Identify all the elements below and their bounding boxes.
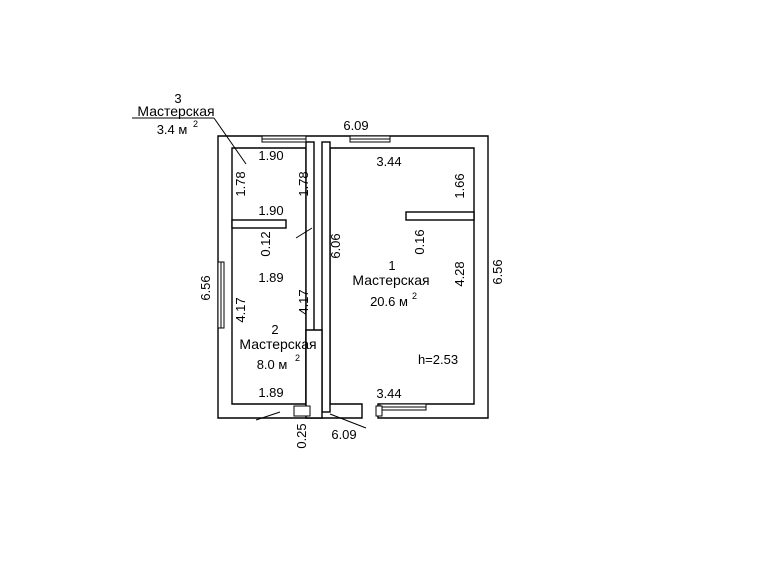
divider-wall-right	[321, 141, 331, 413]
dim-room1-lower-right: 4.28	[452, 261, 467, 286]
room1-area: 20.6 м	[370, 294, 408, 309]
room-labels: 3 Мастерская 3.4 м 2 1 Мастерская 20.6 м…	[137, 91, 458, 372]
dim-room1-partition: 0.16	[412, 229, 427, 254]
room1-name: Мастерская	[352, 272, 429, 288]
room3-name: Мастерская	[137, 103, 214, 119]
dim-room2-bottom: 1.89	[258, 385, 283, 400]
door-step	[293, 405, 311, 417]
room1-area-sup: 2	[412, 291, 417, 301]
dim-outer-top: 6.09	[343, 118, 368, 133]
leader-lines	[132, 117, 367, 429]
room3-area: 3.4 м	[157, 122, 188, 137]
dim-room3-top: 1.90	[258, 148, 283, 163]
room1-number: 1	[388, 258, 395, 273]
step-notch	[305, 329, 323, 419]
bottom-leader-right	[329, 413, 367, 429]
dim-room2-left: 4.17	[233, 297, 248, 322]
partition-room1	[405, 211, 475, 221]
dim-outer-right: 6.56	[490, 259, 505, 284]
dim-room2-right: 4.17	[296, 289, 311, 314]
bottom-leader-left	[255, 411, 281, 421]
dim-step: 0.25	[294, 423, 309, 448]
door-swing	[295, 227, 313, 239]
room2-number: 2	[271, 322, 278, 337]
dim-room1-upper-right: 1.66	[452, 173, 467, 198]
walls	[217, 135, 489, 419]
room2-name: Мастерская	[239, 336, 316, 352]
dim-room1-left: 6.06	[328, 233, 343, 258]
dim-partition-gap: 0.12	[258, 231, 273, 256]
dimension-labels: 6.09 6.09 1.90 1.90 1.89 1.89 3.44 3.44	[258, 118, 401, 442]
room3-area-sup: 2	[193, 119, 198, 129]
ceiling-height: h=2.53	[418, 352, 458, 367]
dim-room1-top: 3.44	[376, 154, 401, 169]
partition-room3	[231, 219, 287, 229]
room2-area-sup: 2	[295, 353, 300, 363]
dim-room3-bottom: 1.90	[258, 203, 283, 218]
room3-leader	[213, 117, 247, 165]
dim-outer-left: 6.56	[198, 275, 213, 300]
room3-number: 3	[174, 91, 181, 106]
dim-room1-bottom: 3.44	[376, 386, 401, 401]
dim-room3-right: 1.78	[296, 171, 311, 196]
windows	[217, 135, 427, 417]
door-post	[375, 405, 383, 417]
dim-outer-bottom: 6.09	[331, 427, 356, 442]
room2-area: 8.0 м	[257, 357, 288, 372]
dim-room3-left: 1.78	[233, 171, 248, 196]
dim-room2-top: 1.89	[258, 270, 283, 285]
dimension-labels-vertical: 1.78 1.78 0.12 6.56 4.17 4.17 6.06 0.16 …	[198, 171, 505, 448]
